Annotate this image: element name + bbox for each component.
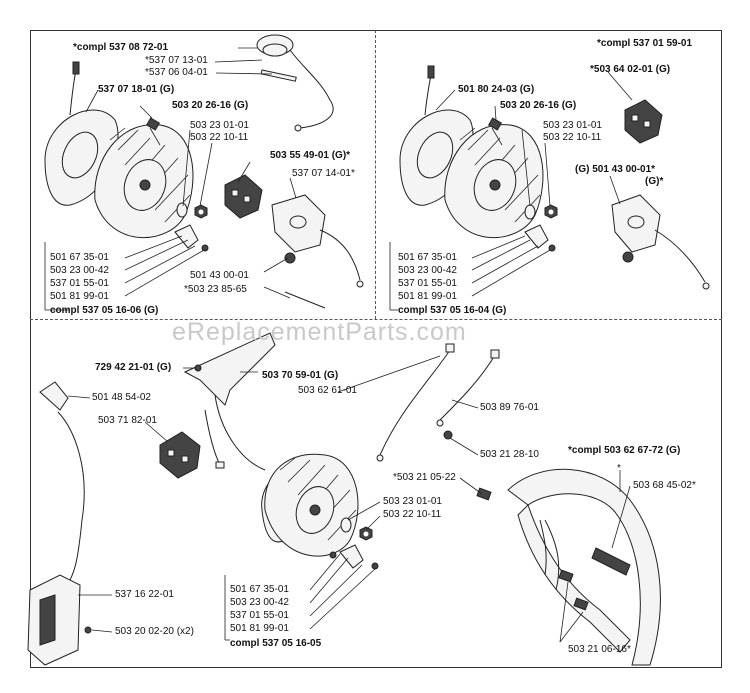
ignition-wire-left bbox=[256, 34, 334, 132]
label-503-64-02-01: *503 64 02-01 (G) bbox=[590, 64, 671, 75]
label-501-67-35-01-bottom: 501 67 35-01 bbox=[230, 584, 289, 595]
module bbox=[27, 574, 92, 666]
label-503-23-00-42-bottom: 503 23 00-42 bbox=[230, 597, 289, 608]
label-503-23-01-01-left: 503 23 01-01 bbox=[190, 120, 249, 131]
label-503-89-76-01: 503 89 76-01 bbox=[480, 402, 539, 413]
label-501-67-35-01-left: 501 67 35-01 bbox=[50, 252, 109, 263]
label-537-07-13-01: *537 07 13-01 bbox=[145, 55, 208, 66]
label-537-01-55-01-right: 537 01 55-01 bbox=[398, 278, 457, 289]
washer-nut-right bbox=[524, 204, 558, 220]
diagram-frame bbox=[30, 30, 722, 668]
label-537-01-55-01-left: 537 01 55-01 bbox=[50, 278, 109, 289]
label-503-23-01-01-bottom: 503 23 01-01 bbox=[383, 496, 442, 507]
leader-lines bbox=[44, 47, 633, 643]
label-537-07-14-01: 537 07 14-01* bbox=[292, 168, 355, 179]
stop-switch-right bbox=[624, 99, 663, 144]
lower-wires bbox=[204, 394, 266, 471]
ignition-plate-right bbox=[611, 194, 710, 290]
label-503-22-10-11-left: 503 22 10-11 bbox=[190, 132, 249, 143]
label-501-81-99-01-right: 501 81 99-01 bbox=[398, 291, 457, 302]
label-503-55-49-01: 503 55 49-01 (G)* bbox=[270, 150, 351, 161]
label-503-62-61-01: 503 62 61-01 bbox=[298, 385, 357, 396]
label-501-81-99-01-bottom: 501 81 99-01 bbox=[230, 623, 289, 634]
pawl-parts-bottom bbox=[329, 544, 379, 570]
bolt-left bbox=[145, 117, 161, 146]
label-537-01-55-01-bottom: 537 01 55-01 bbox=[230, 610, 289, 621]
cover-plate bbox=[183, 332, 276, 406]
label-501-43-00-01-right: (G) 501 43 00-01* bbox=[575, 164, 656, 175]
pawl-parts-right bbox=[524, 224, 556, 252]
label-503-70-59-01: 503 70 59-01 (G) bbox=[262, 370, 339, 381]
label-537-07-18-01: 537 07 18-01 (G) bbox=[98, 84, 175, 95]
label-compl-537-05-16-04: compl 537 05 16-04 (G) bbox=[398, 305, 507, 316]
label-compl-537-05-16-05: compl 537 05 16-05 bbox=[230, 638, 322, 649]
wire-503-89-76 bbox=[436, 349, 500, 440]
label-501-43-00-01-left: 501 43 00-01 bbox=[190, 270, 249, 281]
horizontal-divider bbox=[30, 319, 722, 320]
label-501-81-99-01-left: 501 81 99-01 bbox=[50, 291, 109, 302]
switch-block bbox=[159, 431, 201, 479]
label-asterisk: * bbox=[617, 463, 621, 474]
ignition-plate-left bbox=[271, 194, 364, 288]
label-compl-503-62-67-72: *compl 503 62 67-72 (G) bbox=[568, 445, 681, 456]
label-503-21-28-10: 503 21 28-10 bbox=[480, 449, 539, 460]
label-503-22-10-11-bottom: 503 22 10-11 bbox=[383, 509, 442, 520]
wire-503-62-61 bbox=[376, 343, 455, 462]
washer-nut-left bbox=[176, 202, 208, 219]
label-g-star: (G)* bbox=[645, 176, 664, 187]
label-503-23-00-42-right: 503 23 00-42 bbox=[398, 265, 457, 276]
label-503-21-06-16: 503 21 06-16* bbox=[568, 644, 631, 655]
label-503-23-00-42-left: 503 23 00-42 bbox=[50, 265, 109, 276]
label-503-23-85-65: *503 23 85-65 bbox=[184, 284, 247, 295]
pawl-parts-left bbox=[174, 224, 209, 252]
label-503-68-45-02: 503 68 45-02* bbox=[633, 480, 696, 491]
vertical-divider bbox=[375, 30, 376, 319]
label-compl-537-05-16-06: compl 537 05 16-06 (G) bbox=[50, 305, 159, 316]
bolt-right bbox=[487, 117, 503, 146]
label-537-06-04-01: *537 06 04-01 bbox=[145, 67, 208, 78]
spark-plug-wire-left bbox=[284, 291, 326, 309]
label-503-20-02-20: 503 20 02-20 (x2) bbox=[115, 626, 194, 637]
label-compl-537-08-72-01: *compl 537 08 72-01 bbox=[73, 42, 169, 53]
spark-plug-cap bbox=[39, 381, 85, 581]
label-503-22-10-11-right: 503 22 10-11 bbox=[543, 132, 602, 143]
flywheel-right bbox=[444, 124, 544, 239]
label-501-67-35-01-right: 501 67 35-01 bbox=[398, 252, 457, 263]
stop-switch-left bbox=[224, 174, 263, 219]
label-503-23-01-01-right: 503 23 01-01 bbox=[543, 120, 602, 131]
washer-nut-bottom bbox=[340, 517, 373, 541]
label-501-80-24-03: 501 80 24-03 (G) bbox=[458, 84, 535, 95]
watermark: eReplacementParts.com bbox=[172, 318, 467, 346]
flywheel-left bbox=[94, 124, 194, 239]
label-503-20-26-16-right: 503 20 26-16 (G) bbox=[500, 100, 577, 111]
label-537-16-22-01: 537 16 22-01 bbox=[115, 589, 174, 600]
label-501-48-54-02: 501 48 54-02 bbox=[92, 392, 151, 403]
label-503-71-82-01: 503 71 82-01 bbox=[98, 415, 157, 426]
label-503-21-05-22: *503 21 05-22 bbox=[393, 472, 456, 483]
label-729-42-21-01: 729 42 21-01 (G) bbox=[95, 362, 172, 373]
label-compl-537-01-59-01: *compl 537 01 59-01 bbox=[597, 38, 693, 49]
handle-bar bbox=[476, 468, 661, 666]
flywheel-bottom bbox=[264, 453, 359, 557]
label-503-20-26-16-left: 503 20 26-16 (G) bbox=[172, 100, 249, 111]
